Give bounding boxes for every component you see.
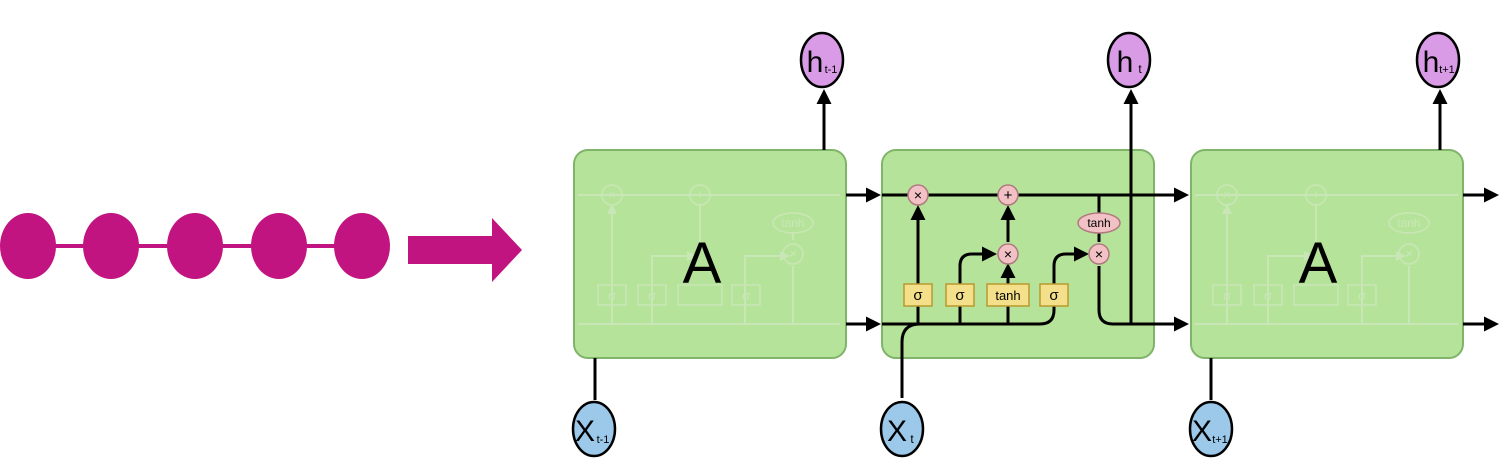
gate-label: σ [1049, 287, 1059, 304]
chain-node [251, 213, 307, 279]
input-nodes: X t-1 X t X t+1 [571, 400, 1234, 458]
center-ops: × + × × tanh [907, 184, 1121, 265]
node-subscript: t [910, 432, 914, 446]
faded-gate-label: σ [648, 288, 656, 303]
gate-label: σ [913, 287, 923, 304]
faded-op-label: × [789, 246, 797, 261]
faded-gate-label: σ [742, 288, 750, 303]
node-label: X [887, 415, 907, 448]
hidden-node-t-minus-1: h t-1 [799, 31, 845, 89]
gate-label: tanh [995, 288, 1020, 303]
faded-op-label: × [1223, 187, 1231, 202]
op-label: tanh [1087, 216, 1110, 230]
chain-node [0, 213, 56, 279]
chain-node [334, 213, 390, 279]
input-node-t-plus-1: X t+1 [1188, 400, 1234, 458]
faded-gate-label: σ [1358, 288, 1366, 303]
multiply-op [1088, 243, 1110, 265]
input-node-t: X t [879, 400, 925, 458]
lstm-cell-right: σ σ σ × + × tanh A [1190, 149, 1464, 359]
faded-gate-label: σ [608, 288, 616, 303]
faded-gate-label: σ [1264, 288, 1272, 303]
node-label: X [1192, 415, 1212, 448]
multiply-op [907, 184, 929, 206]
cell-box [1190, 149, 1464, 359]
node-label: h [1423, 46, 1440, 79]
chain-node [83, 213, 139, 279]
node-label: X [575, 415, 595, 448]
node-subscript: t+1 [1439, 64, 1455, 76]
transform-arrow [408, 218, 522, 282]
faded-op-label: + [696, 187, 704, 202]
node-subscript: t-1 [597, 434, 610, 446]
node-subscript: t+1 [1212, 434, 1228, 446]
chain-node [167, 213, 223, 279]
cell-box [573, 149, 847, 359]
faded-op-label: + [1312, 187, 1320, 202]
sigma-gate [945, 283, 975, 307]
center-gates: σ σ tanh σ [903, 283, 1069, 307]
faded-op-label: × [1405, 246, 1413, 261]
multiply-op [997, 243, 1019, 265]
tanh-op [1077, 212, 1121, 234]
cell-label: A [683, 231, 722, 296]
tanh-gate [986, 283, 1030, 307]
op-label: + [1004, 187, 1013, 204]
input-node-t-minus-1: X t-1 [571, 400, 617, 458]
faded-op-label: × [608, 187, 616, 202]
sequence-chain [0, 213, 390, 279]
hidden-node-t: h t [1106, 31, 1152, 89]
node-label: h [1117, 46, 1134, 79]
sigma-gate [903, 283, 933, 307]
add-op [997, 184, 1019, 206]
faded-tanh-label: tanh [1397, 216, 1420, 230]
node-label: h [807, 46, 824, 79]
op-label: × [1095, 246, 1103, 262]
node-subscript: t [1138, 62, 1142, 76]
op-label: × [1004, 246, 1012, 262]
op-label: × [914, 187, 922, 203]
node-subscript: t-1 [825, 64, 838, 76]
hidden-node-t-plus-1: h t+1 [1415, 31, 1461, 89]
sigma-gate [1039, 283, 1069, 307]
faded-gate-label: σ [1223, 288, 1231, 303]
hidden-state-nodes: h t-1 h t h t+1 [799, 31, 1461, 89]
cell-label: A [1299, 231, 1338, 296]
faded-tanh-label: tanh [781, 216, 804, 230]
lstm-cell-left: σ σ σ × + × tanh A [573, 149, 847, 359]
gate-label: σ [955, 287, 965, 304]
